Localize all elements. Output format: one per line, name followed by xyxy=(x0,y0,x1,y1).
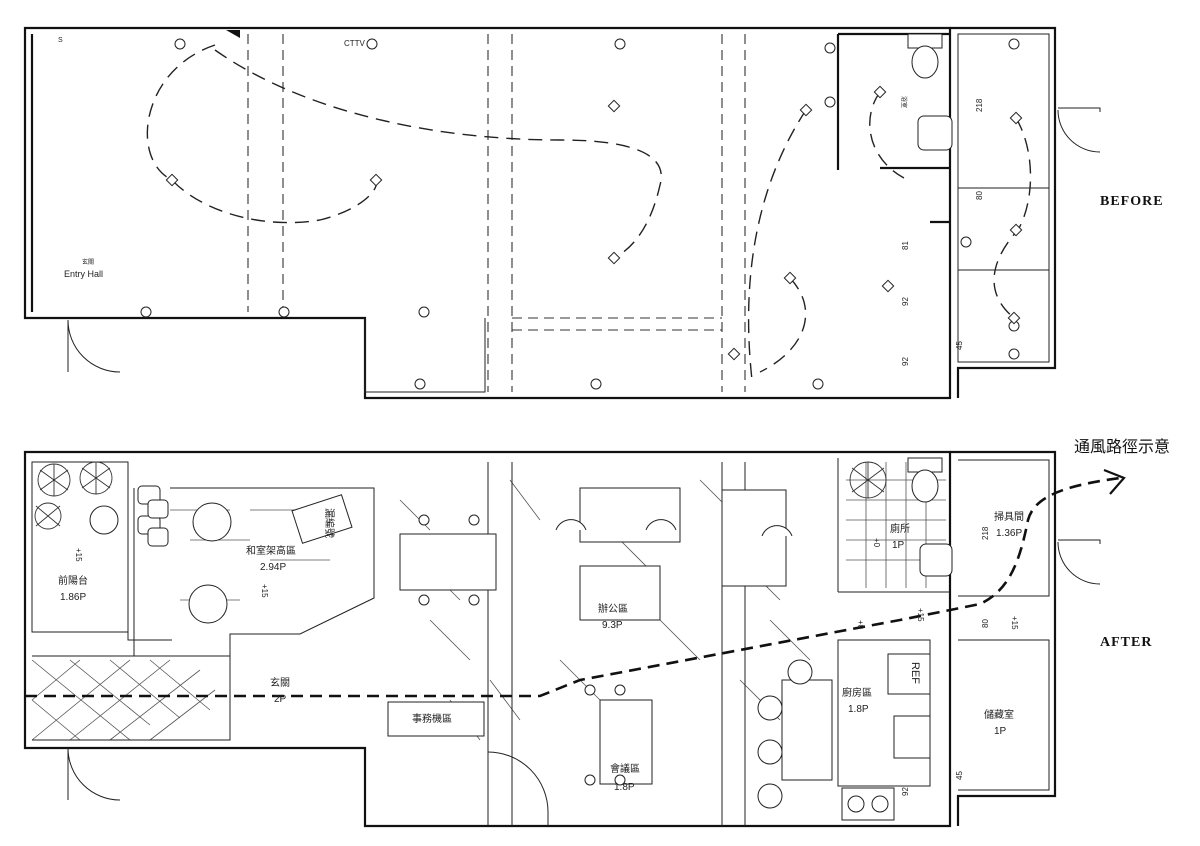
before-right-annex xyxy=(950,26,1057,398)
after-side-door xyxy=(1057,539,1101,585)
before-wiring-arc-1 xyxy=(146,44,378,224)
before-corner-mark: S xyxy=(58,37,63,44)
ventilation-path xyxy=(25,476,1121,698)
room-area-toilet: 1P xyxy=(892,540,905,551)
before-dim-2: 80 xyxy=(975,191,984,200)
room-area-front-balcony: 1.86P xyxy=(60,592,86,603)
before-dim-5: 92 xyxy=(901,357,910,366)
room-name-kitchen: 廚房區 xyxy=(842,686,872,699)
room-name-cleaning: 掃具間 xyxy=(994,510,1024,523)
before-bath-wall xyxy=(836,32,950,224)
after-meeting-table xyxy=(599,699,653,785)
after-sink xyxy=(919,543,953,577)
room-name-entry: 玄關 xyxy=(270,676,290,689)
room-area-kitchen: 1.8P xyxy=(848,704,869,715)
level-mark-1: +15 xyxy=(74,548,83,562)
after-dim-1: 218 xyxy=(981,526,990,540)
before-wiring-arc-2 xyxy=(214,49,662,259)
before-dim-6: 45 xyxy=(955,341,964,350)
before-wiring-arc-6 xyxy=(993,117,1032,319)
before-side-door xyxy=(1057,107,1101,153)
level-mark-4: +0 xyxy=(856,620,865,630)
after-plants xyxy=(34,461,887,530)
before-wiring-arc-3 xyxy=(747,109,807,381)
before-side-label: BEFORE xyxy=(1100,194,1164,209)
after-desk-4 xyxy=(721,489,787,587)
after-bath-tiles xyxy=(846,462,946,588)
before-corner-marker xyxy=(226,30,240,38)
before-plan: S CTTV 玄關 Entry Hall 浴室 218 80 81 92 92 … xyxy=(23,26,1164,400)
room-area-office: 9.3P xyxy=(602,620,623,631)
after-meeting-door xyxy=(487,751,549,826)
after-desk-1 xyxy=(399,533,497,591)
room-name-storage: 儲藏室 xyxy=(984,708,1014,721)
level-mark-3: +0 xyxy=(872,538,881,548)
before-wiring-arc-4 xyxy=(759,277,807,373)
room-area-storage: 1P xyxy=(994,726,1007,737)
room-area-meeting: 1.8P xyxy=(614,782,635,793)
sign-board-label: 漏編號 xyxy=(323,508,336,538)
after-dim-4: 45 xyxy=(955,771,964,780)
before-partition-lines xyxy=(247,34,746,392)
before-sink xyxy=(917,115,953,151)
ventilation-caption: 通風路徑示意 xyxy=(1074,437,1170,456)
before-dim-1: 218 xyxy=(975,98,984,112)
before-entry-cn: 玄關 xyxy=(82,258,94,266)
ventilation-arrowhead xyxy=(1103,468,1126,495)
room-name-toilet: 廁所 xyxy=(890,522,910,535)
after-entry-door xyxy=(67,747,121,801)
before-lower-box xyxy=(364,318,486,393)
after-desk-3 xyxy=(579,565,661,621)
fridge-label: REF xyxy=(909,662,921,684)
after-kitchen-island xyxy=(781,679,833,781)
after-toilet-bowl xyxy=(911,469,939,503)
after-dim-3: 92 xyxy=(901,787,910,796)
after-kitchen-counter xyxy=(837,639,931,787)
after-right-annex xyxy=(950,450,1057,826)
before-entry-door xyxy=(67,319,121,373)
room-area-cleaning: 1.36P xyxy=(996,528,1022,539)
before-annex-inner xyxy=(957,33,1050,363)
after-stove-burner-1 xyxy=(847,795,865,813)
after-plan: 通風路徑示意 AFTER 前陽台 1.86P 和室架高區 2.94P 玄關 2P… xyxy=(23,437,1170,828)
after-entry-tiles xyxy=(31,659,216,741)
before-toilet-bowl xyxy=(911,45,939,79)
after-fridge-box xyxy=(887,653,931,695)
level-mark-5: +15 xyxy=(916,608,925,622)
before-bath-label: 浴室 xyxy=(900,96,908,108)
before-dim-3: 81 xyxy=(901,241,910,250)
room-area-entry: 2P xyxy=(274,694,287,705)
after-kitchen-sink xyxy=(893,715,931,759)
after-stove-burner-2 xyxy=(871,795,889,813)
room-area-tatami: 2.94P xyxy=(260,562,286,573)
after-side-label: AFTER xyxy=(1100,635,1152,650)
before-dim-4: 92 xyxy=(901,297,910,306)
room-name-tatami: 和室架高區 xyxy=(246,544,296,557)
after-chairs xyxy=(89,485,813,809)
after-machine-box xyxy=(387,701,485,737)
before-wiring-arc-5 xyxy=(869,91,905,179)
level-mark-2: +15 xyxy=(260,584,269,598)
after-sign-board xyxy=(291,494,353,544)
office-machine-label: 事務機區 xyxy=(412,712,452,725)
after-annex-inner xyxy=(958,459,1050,791)
before-entry-en: Entry Hall xyxy=(64,269,103,279)
after-desk-2 xyxy=(579,487,681,543)
room-name-office: 辦公區 xyxy=(598,602,628,615)
level-mark-6: +15 xyxy=(1010,616,1019,630)
after-dim-2: 80 xyxy=(981,619,990,628)
room-name-meeting: 會議區 xyxy=(610,762,640,775)
before-light-tag: CTTV xyxy=(344,39,366,48)
room-name-front-balcony: 前陽台 xyxy=(58,574,88,587)
after-floor-hatch xyxy=(170,479,811,741)
after-partitions xyxy=(487,458,950,826)
after-entry-area xyxy=(32,655,231,741)
before-light-fixtures xyxy=(140,38,1023,390)
